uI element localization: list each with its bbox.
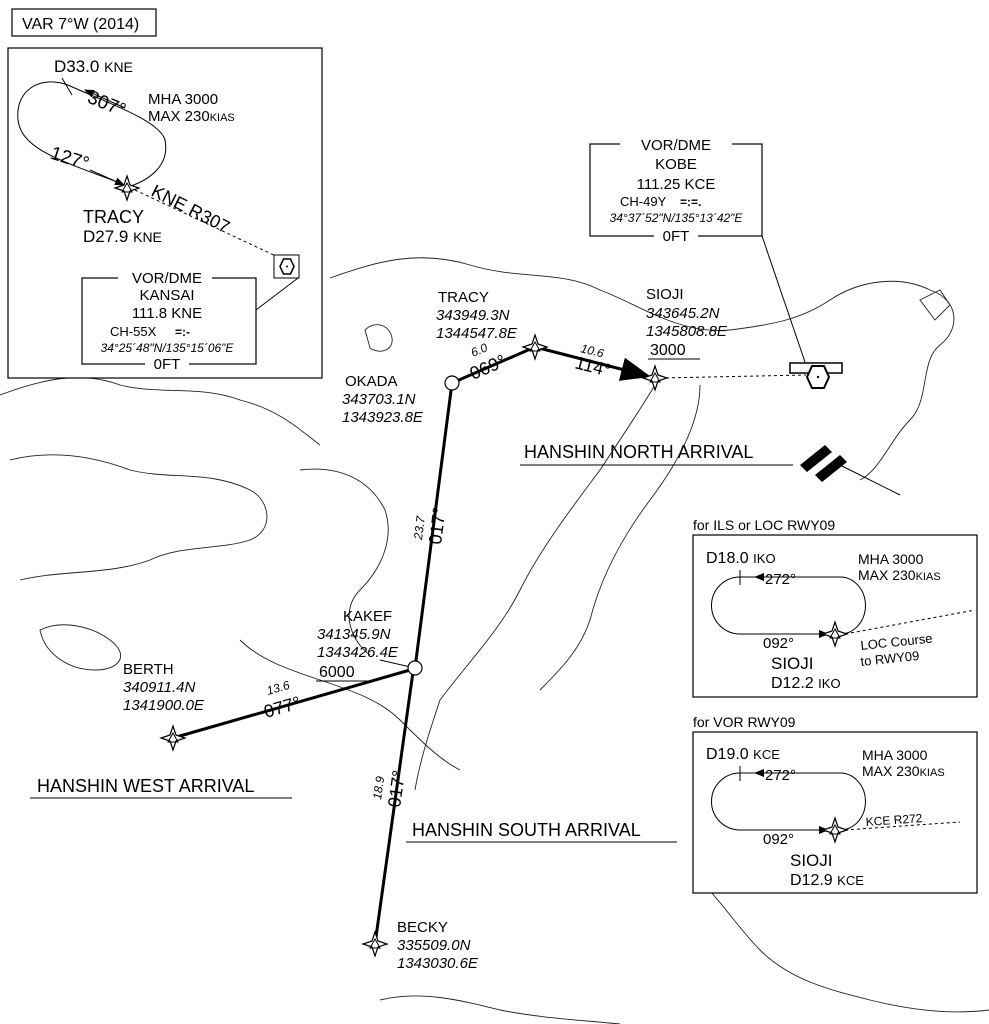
hold-caption: for ILS or LOC RWY09 — [693, 517, 835, 533]
navaid-channel: CH-49Y — [620, 194, 667, 209]
okada-lon: 1343923.8E — [342, 409, 424, 426]
morse-code-icon: =:=. — [680, 195, 701, 209]
hold-fix-far: D18.0 IKO — [706, 550, 776, 567]
navaid-elevation: 0FT — [154, 356, 181, 373]
west-arrival-title: HANSHIN WEST ARRIVAL — [37, 776, 254, 796]
ils-holding-inset: for ILS or LOC RWY09 D18.0 IKO 272° 092°… — [692, 517, 978, 698]
leg-course: 017° — [425, 506, 449, 545]
mha-label: MHA 3000 — [858, 551, 924, 567]
north-arrival-title: HANSHIN NORTH ARRIVAL — [524, 442, 753, 462]
variation-label: VAR 7°W (2014) — [22, 16, 139, 33]
kakef-lat: 341345.9N — [317, 626, 391, 643]
sioji-lat: 343645.2N — [646, 305, 720, 322]
sioji-waypoint-icon — [642, 365, 668, 391]
sioji-lon: 1345808.8E — [646, 323, 728, 340]
berth-lon: 1341900.0E — [123, 697, 205, 714]
berth-name: BERTH — [123, 661, 174, 678]
coastline — [0, 257, 989, 1024]
vor-holding-inset: for VOR RWY09 D19.0 KCE 272° 092° MHA 30… — [692, 714, 978, 894]
mha-label: MHA 3000 — [148, 91, 218, 108]
okada-waypoint-icon — [444, 375, 460, 391]
leg-distance: 23.7 — [411, 514, 428, 541]
kansai-holding-inset: D33.0 KNE 307° 127° MHA 3000 MAX 230KIAS… — [7, 47, 323, 379]
navaid-coords: 34°37´52"N/135°13´42"E — [610, 211, 744, 225]
arrival-titles: HANSHIN NORTH ARRIVAL HANSHIN WEST ARRIV… — [30, 442, 793, 843]
kakef-waypoint-icon — [407, 660, 423, 676]
fix-distance: D12.9 KCE — [790, 872, 864, 889]
tracy-name: TRACY — [438, 289, 489, 306]
navaid-frequency: 111.25 KCE — [637, 176, 716, 193]
navaid-coords: 34°25´48"N/135°15´06"E — [101, 341, 235, 355]
outbound-course: 272° — [765, 571, 796, 588]
loc-course-label-2: to RWY09 — [860, 648, 920, 669]
leg-distance: 6.0 — [469, 340, 490, 360]
runway-icon — [800, 445, 901, 496]
navaid-frequency: 111.8 KNE — [132, 305, 202, 322]
leg-course: 114° — [573, 352, 613, 380]
navaid-name: KANSAI — [139, 287, 194, 304]
berth-lat: 340911.4N — [123, 679, 195, 696]
kakef-lon: 1343426.4E — [317, 644, 399, 661]
leg-labels: 6.0 069° 10.6 114° 23.7 017° 13.6 077° 1… — [262, 340, 613, 808]
hold-fix-far: D33.0 KNE — [54, 57, 133, 76]
fix-distance: D27.9 KNE — [83, 227, 162, 246]
navaid-type: VOR/DME — [132, 270, 202, 287]
navaid-type: VOR/DME — [641, 137, 711, 154]
routes — [172, 345, 807, 945]
leg-distance: 13.6 — [265, 678, 292, 698]
berth-waypoint-icon — [160, 725, 186, 751]
variation-box — [11, 8, 157, 37]
navaid-channel: CH-55X — [110, 324, 157, 339]
fix-name: TRACY — [83, 207, 144, 227]
becky-waypoint-icon — [362, 931, 388, 957]
tracy-waypoint-icon — [522, 334, 548, 360]
sioji-altitude: 3000 — [650, 342, 686, 359]
fix-name: SIOJI — [771, 654, 814, 673]
leg-course: 017° — [384, 769, 409, 809]
max-speed-label: MAX 230KIAS — [858, 567, 941, 583]
sioji-name: SIOJI — [646, 286, 684, 303]
outbound-course: 272° — [765, 767, 796, 784]
kakef-altitude: 6000 — [319, 664, 355, 681]
tracy-lat: 343949.3N — [436, 307, 510, 324]
okada-name: OKADA — [345, 373, 398, 390]
kobe-navaid-box: VOR/DME KOBE 111.25 KCE CH-49Y =:=. 34°3… — [589, 136, 806, 363]
inbound-course: 092° — [763, 635, 794, 652]
leg-distance: 10.6 — [579, 341, 605, 360]
waypoint-labels: TRACY 343949.3N 1344547.8E SIOJI 343645.… — [123, 286, 728, 972]
kobe-vor-icon — [789, 362, 843, 389]
hold-caption: for VOR RWY09 — [693, 714, 796, 730]
okada-lat: 343703.1N — [342, 391, 416, 408]
navaid-elevation: 0FT — [663, 228, 690, 245]
fix-name: SIOJI — [790, 851, 833, 870]
becky-lat: 335509.0N — [397, 937, 471, 954]
radial-label: KCE R272 — [865, 811, 923, 829]
inbound-course: 092° — [763, 831, 794, 848]
morse-code-icon: =:- — [175, 325, 190, 339]
south-arrival-title: HANSHIN SOUTH ARRIVAL — [412, 820, 641, 840]
fix-distance: D12.2 IKO — [771, 675, 841, 692]
leg-distance: 18.9 — [370, 775, 387, 800]
mha-label: MHA 3000 — [862, 747, 928, 763]
kakef-name: KAKEF — [343, 608, 392, 625]
navaid-name: KOBE — [655, 156, 697, 173]
max-speed-label: MAX 230KIAS — [862, 763, 945, 779]
becky-lon: 1343030.6E — [397, 955, 479, 972]
hold-fix-far: D19.0 KCE — [706, 746, 780, 763]
max-speed-label: MAX 230KIAS — [148, 108, 235, 125]
tracy-lon: 1344547.8E — [436, 325, 518, 342]
becky-name: BECKY — [397, 919, 448, 936]
